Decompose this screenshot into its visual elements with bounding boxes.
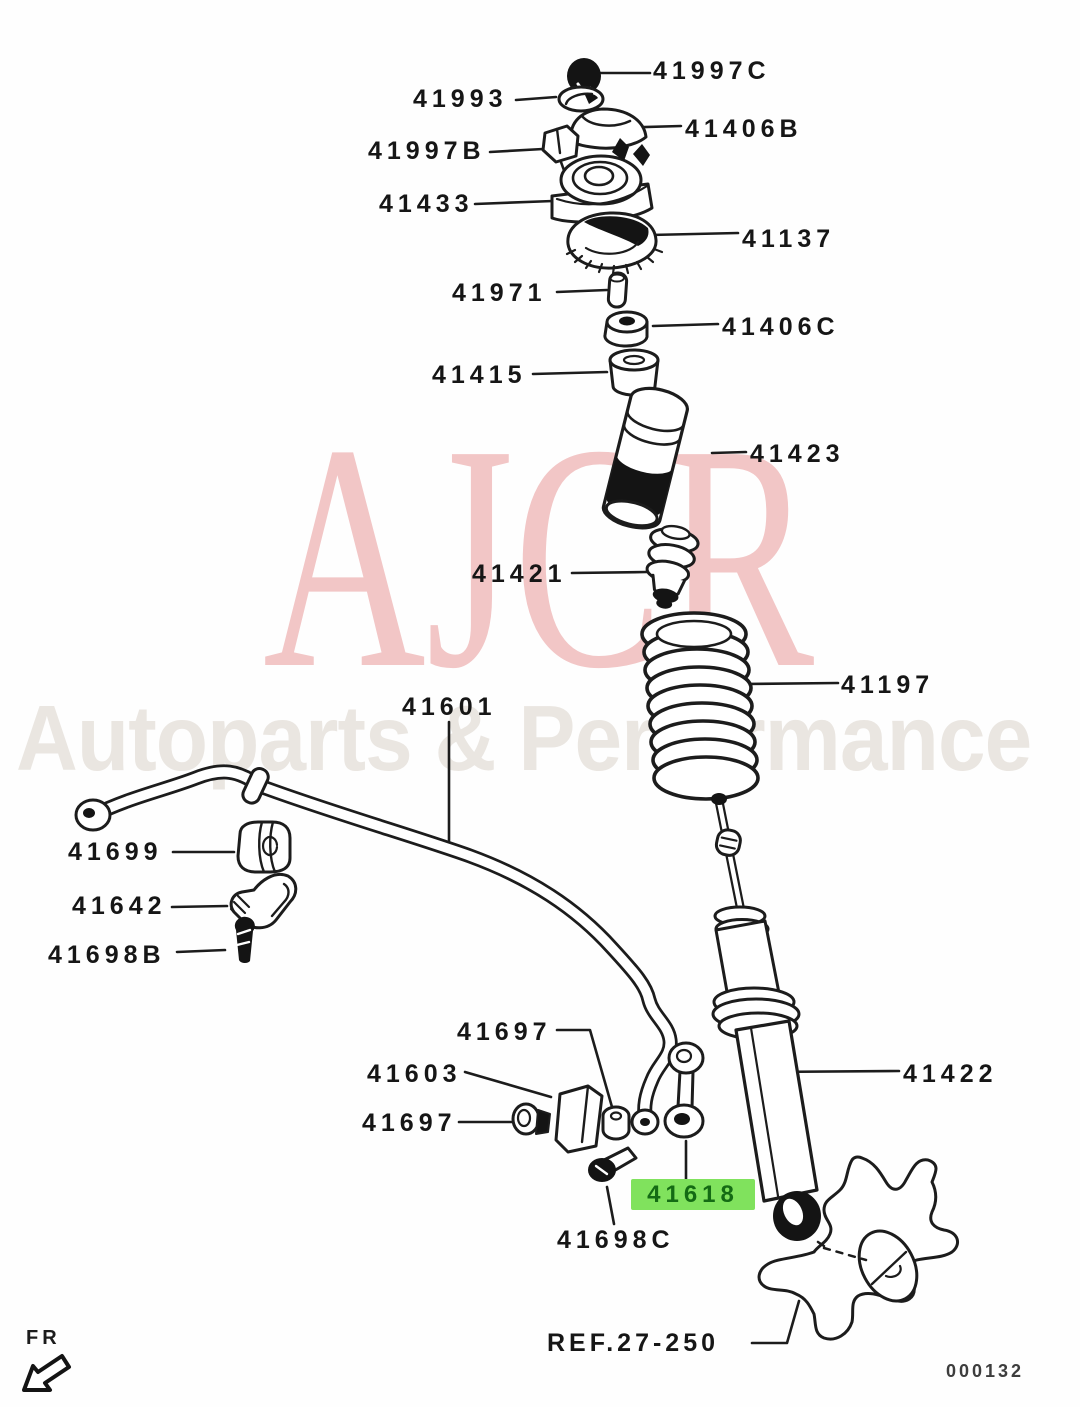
highlighted-part-label-41618: 41618 — [631, 1179, 755, 1210]
watermark-tagline: Autoparts & Performance — [16, 686, 1032, 790]
part-drawing-spring-seat-41137 — [565, 211, 664, 276]
part-drawing-bolt-41698C — [588, 1146, 638, 1182]
part-label-41406c: 41406C — [722, 313, 840, 341]
part-drawing-bracket-41603 — [554, 1084, 604, 1154]
part-drawing-pin-41971 — [606, 271, 629, 309]
front-direction-arrow — [22, 1354, 71, 1392]
part-label-41603: 41603 — [367, 1060, 462, 1088]
part-label-41697-upper: 41697 — [457, 1018, 552, 1046]
part-label-41601: 41601 — [402, 693, 497, 721]
part-drawing-coil-spring — [640, 611, 760, 801]
part-label-41698c: 41698C — [557, 1226, 675, 1254]
part-drawing-bolt-41697-lower — [511, 1102, 551, 1136]
part-label-41642: 41642 — [72, 892, 167, 920]
part-label-41197: 41197 — [841, 671, 935, 699]
part-label-41433: 41433 — [379, 190, 474, 218]
part-label-41137: 41137 — [742, 225, 836, 253]
part-label-41971: 41971 — [452, 279, 547, 307]
part-drawing-strut-mount-41433 — [550, 138, 654, 224]
part-label-41618: 41618 — [647, 1181, 739, 1208]
part-drawing-clamp-41642 — [229, 873, 298, 930]
part-label-41997c: 41997C — [653, 57, 771, 85]
part-label-41699: 41699 — [68, 838, 163, 866]
sheet-number: 000132 — [946, 1361, 1025, 1381]
part-drawing-bushing-41697-upper — [601, 1105, 631, 1141]
part-drawing-cap-41406B — [569, 107, 648, 150]
part-label-41993: 41993 — [413, 85, 508, 113]
leader-lines — [170, 71, 901, 1345]
part-drawing-bump-stopper — [645, 524, 700, 609]
part-label-41997b: 41997B — [368, 137, 486, 165]
reference-label: REF.27-250 — [547, 1329, 720, 1357]
front-direction-label: FR — [26, 1327, 61, 1349]
part-drawing-shock-absorber — [711, 793, 821, 1241]
part-drawing-bushing-41406C — [603, 310, 649, 348]
part-label-41421: 41421 — [472, 560, 567, 588]
part-drawing-stabilizer-bar — [74, 764, 678, 1136]
part-label-41697-lower: 41697 — [362, 1109, 457, 1137]
part-label-41422: 41422 — [903, 1060, 998, 1088]
part-drawing-bracket-41997B — [541, 124, 580, 178]
part-drawing-bushing-41699 — [236, 820, 292, 874]
part-label-41406b: 41406B — [685, 115, 803, 143]
part-drawing-washer-41993 — [557, 85, 605, 113]
part-drawing-dust-cover — [601, 386, 689, 530]
part-drawing-knuckle — [757, 1155, 960, 1341]
part-label-41415: 41415 — [432, 361, 527, 389]
part-drawing-bolt-41698B — [234, 916, 255, 963]
part-label-41423: 41423 — [750, 440, 845, 468]
part-drawing-link-41618 — [663, 1041, 705, 1139]
part-label-41698b: 41698B — [48, 941, 166, 969]
